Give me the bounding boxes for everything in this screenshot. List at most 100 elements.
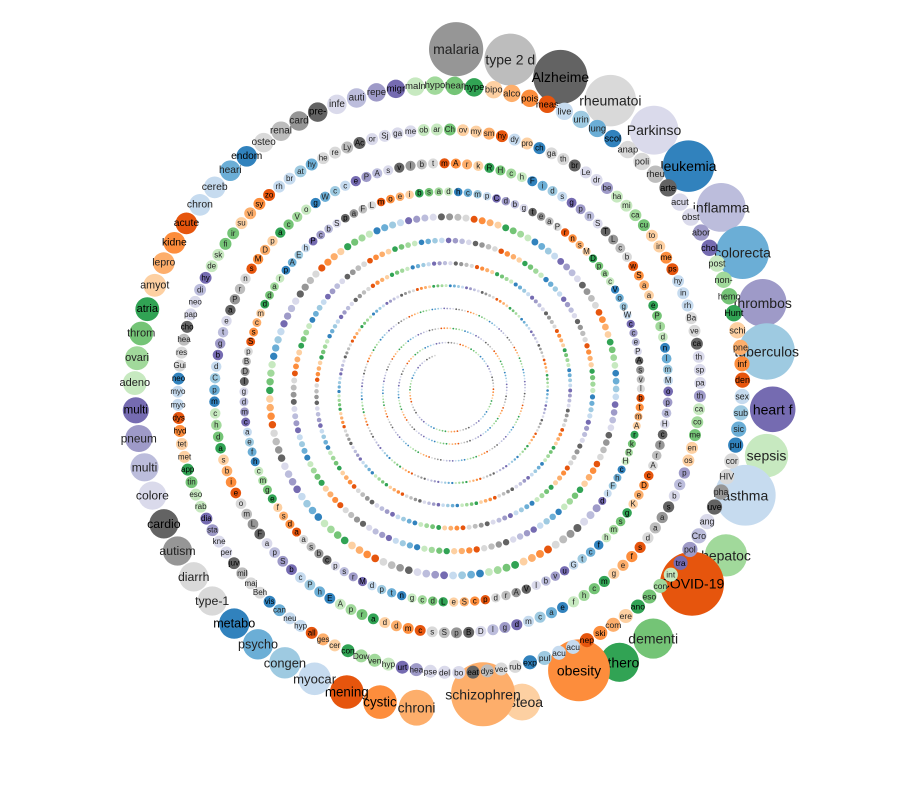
bubble	[411, 240, 418, 247]
bubble	[428, 456, 430, 458]
bubble	[419, 452, 422, 455]
bubble	[658, 332, 668, 342]
bubble	[388, 363, 391, 366]
bubble	[239, 377, 249, 386]
bubble	[353, 137, 366, 149]
bubble	[267, 494, 277, 504]
bubble	[504, 334, 507, 337]
bubble	[316, 417, 322, 423]
bubble	[749, 386, 796, 433]
bubble	[414, 335, 417, 338]
bubble	[447, 481, 450, 485]
bubble	[217, 326, 229, 338]
bubble	[598, 575, 610, 587]
bubble	[293, 420, 300, 427]
bubble	[439, 237, 445, 244]
bubble	[515, 421, 517, 423]
bubble	[516, 533, 524, 540]
bubble	[416, 414, 419, 416]
bubble	[398, 244, 405, 250]
bubble	[527, 554, 536, 562]
bubble	[568, 388, 573, 393]
bubble	[500, 363, 503, 365]
bubble	[422, 500, 427, 504]
bubble	[320, 519, 329, 528]
bubble	[628, 499, 638, 509]
bubble	[564, 353, 569, 358]
bubble	[544, 247, 552, 255]
bubble	[521, 450, 524, 453]
bubble	[330, 455, 336, 461]
bubble	[437, 307, 440, 310]
bubble	[452, 327, 455, 330]
bubble	[732, 339, 749, 355]
bubble	[281, 265, 291, 275]
bubble	[428, 22, 484, 77]
bubble	[533, 299, 538, 304]
bubble	[318, 423, 323, 428]
bubble	[575, 204, 586, 215]
bubble	[418, 499, 422, 503]
bubble	[651, 450, 662, 461]
bubble	[342, 425, 346, 429]
bubble	[536, 522, 544, 529]
bubble	[337, 394, 341, 398]
bubble	[469, 439, 471, 442]
bubble	[335, 319, 341, 324]
bubble	[442, 442, 445, 445]
bubble	[397, 321, 400, 324]
bubble	[361, 290, 367, 295]
bubble	[361, 382, 364, 385]
bubble	[501, 196, 511, 206]
bubble	[478, 217, 486, 225]
bubble	[273, 502, 283, 513]
bubble	[450, 430, 453, 433]
bubble	[538, 272, 544, 278]
bubble	[532, 435, 535, 439]
bubble	[483, 452, 486, 454]
bubble	[424, 286, 427, 289]
bubble	[417, 475, 420, 478]
bubble	[495, 130, 508, 143]
bubble	[481, 358, 484, 360]
bubble	[301, 283, 309, 291]
bubble	[685, 312, 698, 325]
bubble	[163, 231, 186, 254]
bubble	[482, 432, 485, 435]
bubble	[345, 433, 349, 437]
bubble	[584, 343, 590, 349]
bubble	[430, 123, 443, 136]
bubble	[363, 369, 366, 372]
bubble	[660, 342, 670, 353]
bubble	[424, 187, 434, 197]
bubble	[405, 317, 408, 320]
bubble	[493, 422, 495, 425]
bubble	[411, 314, 413, 317]
bubble	[432, 284, 436, 288]
bubble	[273, 604, 286, 617]
bubble	[522, 655, 538, 670]
bubble	[407, 290, 411, 294]
bubble	[395, 660, 409, 674]
bubble	[451, 627, 462, 639]
bubble	[454, 459, 457, 462]
bubble	[472, 312, 475, 315]
bubble	[399, 376, 402, 378]
bubble	[338, 314, 344, 320]
bubble	[422, 453, 425, 456]
bubble	[505, 392, 508, 395]
bubble	[666, 263, 679, 276]
bubble	[489, 427, 491, 429]
bubble	[426, 262, 431, 267]
bubble	[172, 398, 184, 411]
bubble	[571, 454, 577, 460]
bubble	[505, 383, 508, 386]
bubble	[502, 515, 508, 521]
bubble	[284, 470, 293, 478]
bubble	[383, 452, 386, 455]
bubble	[477, 436, 480, 438]
bubble	[410, 265, 415, 270]
bubble	[205, 260, 218, 273]
bubble	[565, 408, 570, 413]
bubble	[504, 374, 507, 377]
